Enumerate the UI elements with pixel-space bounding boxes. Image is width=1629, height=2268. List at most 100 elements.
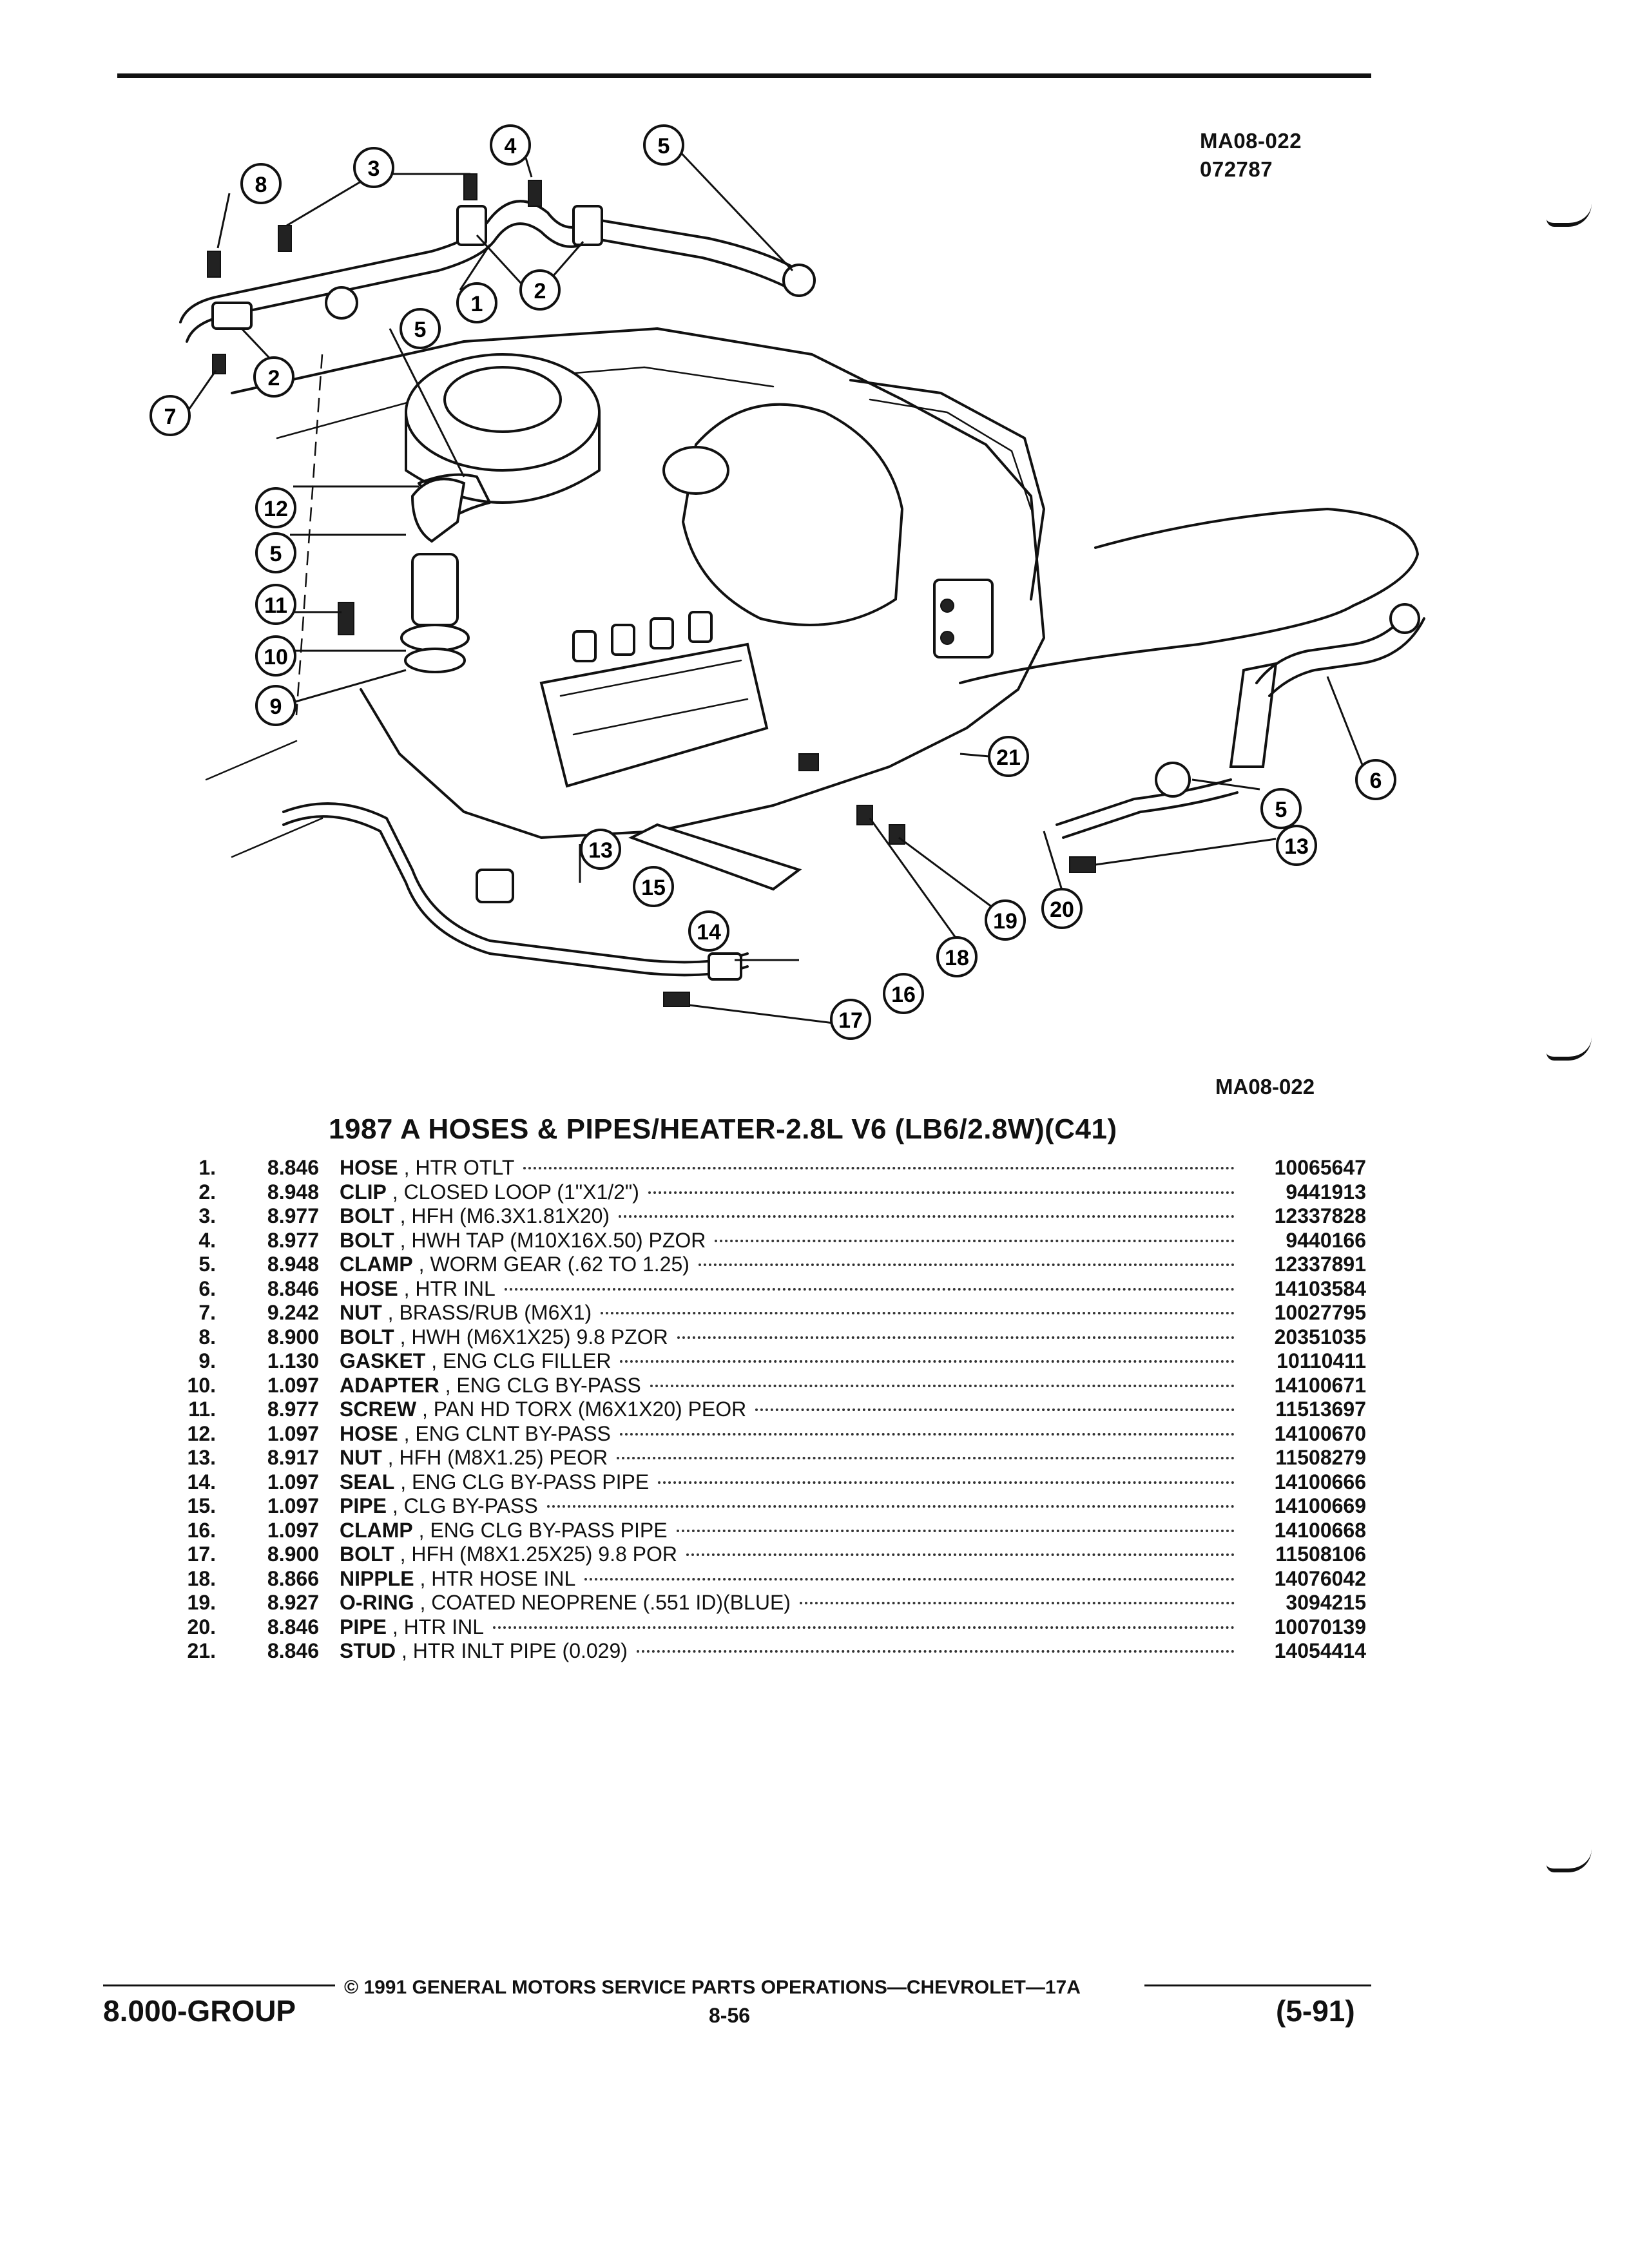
part-name: PIPE [340,1494,387,1517]
part-name: STUD [340,1639,396,1662]
callout-15: 15 [633,866,674,907]
group-number: 8.917 [267,1446,319,1469]
group-number: 8.900 [267,1542,319,1566]
group-number: 8.948 [267,1180,319,1204]
dot-leader [619,1432,1235,1436]
part-spec-separator: , [414,1566,432,1590]
item-number: 8. [198,1325,216,1349]
callout-10: 10 [255,635,296,677]
dot-leader [677,1336,1235,1339]
callout-16: 16 [883,973,924,1014]
part-number: 10070139 [1274,1615,1366,1639]
binding-mark [1547,1037,1592,1061]
callout-18: 18 [936,936,978,977]
svg-text:7: 7 [164,405,177,429]
part-spec: HFH (M8X1.25) PEOR [399,1446,608,1469]
part-spec: CLOSED LOOP (1"X1/2") [403,1180,639,1204]
group-number: 1.097 [267,1373,319,1397]
callout-3: 3 [353,147,394,188]
item-number: 2. [198,1180,216,1204]
part-spec-separator: , [386,1494,404,1517]
svg-text:13: 13 [588,838,613,863]
exploded-parts-diagram: 1 2 2 3 4 5 5 5 5 6 7 8 9 10 11 12 13 13… [149,124,1425,1040]
part-spec-separator: , [425,1349,443,1372]
part-description: SEAL , ENG CLG BY-PASS PIPE [340,1470,649,1495]
part-spec: COATED NEOPRENE (.551 ID)(BLUE) [431,1591,791,1614]
part-description: SCREW , PAN HD TORX (M6X1X20) PEOR [340,1398,746,1422]
part-spec-separator: , [394,1228,412,1252]
part-description: BOLT , HFH (M8X1.25X25) 9.8 POR [340,1542,677,1567]
callout-5: 5 [1260,788,1302,829]
dot-leader [620,1360,1235,1363]
part-spec: HWH (M6X1X25) 9.8 PZOR [411,1325,668,1349]
part-description: BOLT , HWH TAP (M10X16X.50) PZOR [340,1229,706,1253]
part-spec-separator: , [386,1180,404,1204]
dot-leader [686,1553,1235,1556]
callout-4: 4 [490,124,531,166]
svg-text:5: 5 [270,542,282,566]
item-number: 1. [198,1156,216,1179]
svg-text:15: 15 [641,876,666,900]
figure-date: 072787 [1200,157,1273,181]
part-description: GASKET , ENG CLG FILLER [340,1349,611,1374]
group-number: 8.866 [267,1566,319,1590]
part-spec: ENG CLNT BY-PASS [415,1421,611,1445]
part-spec: HFH (M6.3X1.81X20) [411,1204,610,1227]
svg-text:21: 21 [996,745,1021,770]
svg-text:4: 4 [505,134,517,159]
part-number: 10065647 [1274,1156,1366,1179]
part-spec: HTR INLT PIPE (0.029) [412,1639,628,1662]
part-description: O-RING , COATED NEOPRENE (.551 ID)(BLUE) [340,1591,791,1615]
part-description: HOSE , HTR INL [340,1277,496,1302]
part-description: BOLT , HWH (M6X1X25) 9.8 PZOR [340,1325,668,1350]
part-spec: HTR INL [415,1276,496,1300]
callout-20: 20 [1041,888,1083,929]
group-number: 1.097 [267,1421,319,1445]
part-description: CLIP , CLOSED LOOP (1"X1/2") [340,1180,639,1205]
footer-rule-right [1144,1984,1371,1986]
dot-leader [676,1529,1235,1532]
callout-21: 21 [988,736,1029,777]
group-number: 8.948 [267,1253,319,1276]
part-name: BOLT [340,1204,394,1227]
callout-17: 17 [830,999,871,1040]
part-name: BOLT [340,1228,394,1252]
svg-text:5: 5 [658,134,670,159]
callout-19: 19 [985,899,1026,941]
part-number: 10110411 [1277,1349,1366,1372]
svg-text:1: 1 [471,292,483,316]
svg-text:16: 16 [891,983,916,1007]
part-number: 14100668 [1274,1518,1366,1542]
part-number: 12337828 [1274,1204,1366,1227]
part-spec-separator: , [394,1542,412,1566]
dot-leader [584,1577,1235,1581]
svg-text:12: 12 [264,497,288,521]
part-number: 14054414 [1274,1639,1366,1662]
group-number: 1.097 [267,1518,319,1542]
part-spec-separator: , [381,1301,400,1324]
svg-text:6: 6 [1370,769,1382,793]
callout-13: 13 [580,829,621,870]
item-number: 16. [187,1518,216,1542]
part-spec: ENG CLG FILLER [443,1349,612,1372]
part-spec-separator: , [416,1398,434,1421]
item-number: 14. [187,1470,216,1494]
part-number: 20351035 [1274,1325,1366,1349]
part-description: BOLT , HFH (M6.3X1.81X20) [340,1204,610,1229]
part-number: 11513697 [1275,1398,1366,1421]
part-name: BOLT [340,1325,394,1349]
dot-leader [546,1505,1235,1508]
group-number: 8.977 [267,1398,319,1421]
part-spec: HTR HOSE INL [431,1566,576,1590]
part-description: ADAPTER , ENG CLG BY-PASS [340,1374,641,1398]
footer-copyright: © 1991 GENERAL MOTORS SERVICE PARTS OPER… [344,1977,1081,1998]
svg-text:11: 11 [264,593,287,618]
dot-leader [617,1457,1235,1459]
part-number: 14076042 [1274,1566,1366,1590]
